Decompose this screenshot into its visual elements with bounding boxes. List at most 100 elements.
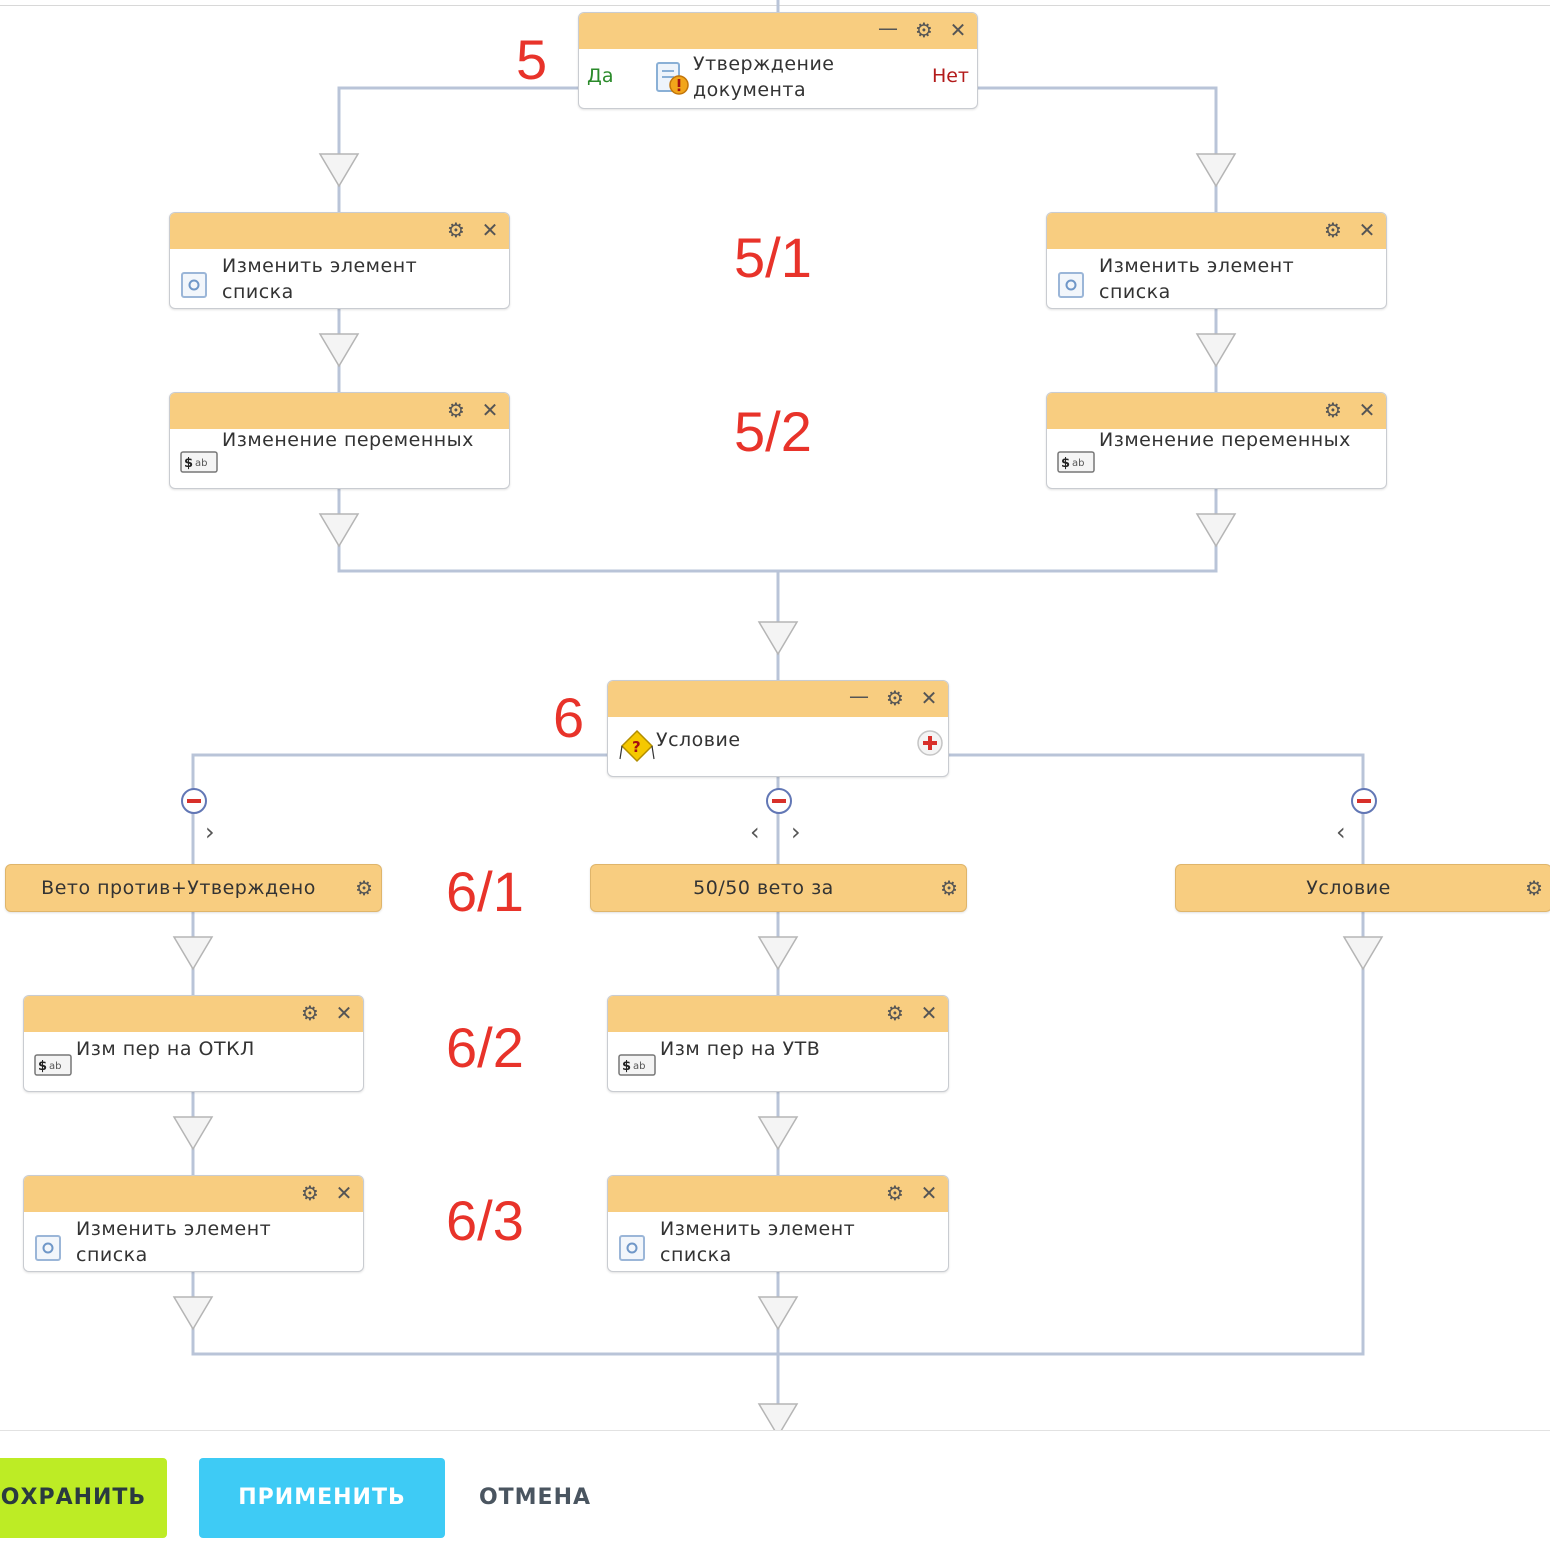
left-list-item-activity[interactable]: ⚙ ✕ Изменить элемент списка	[169, 212, 510, 309]
right-variables-activity[interactable]: ⚙ ✕ $ ab Изменение переменных	[1046, 392, 1387, 489]
move-right-icon[interactable]: ›	[791, 818, 801, 846]
gear-icon[interactable]: ⚙	[886, 686, 904, 710]
arrow-head	[757, 621, 799, 656]
approval-activity-header: — ⚙ ✕	[579, 13, 977, 49]
move-left-icon[interactable]: ‹	[1336, 818, 1346, 846]
gear-icon[interactable]: ⚙	[886, 1181, 904, 1205]
condition-activity[interactable]: — ⚙ ✕ ? Условие	[607, 680, 949, 777]
arrow-head	[318, 513, 360, 548]
close-icon[interactable]: ✕	[481, 398, 499, 422]
arrow-head	[172, 1296, 214, 1331]
list-item-icon	[619, 1235, 645, 1261]
gear-icon[interactable]: ⚙	[301, 1181, 319, 1205]
gear-icon[interactable]: ⚙	[1525, 876, 1543, 900]
left-variables-activity[interactable]: ⚙ ✕ $ ab Изменение переменных	[169, 392, 510, 489]
arrow-head	[1195, 153, 1237, 188]
annotation-label: 5	[516, 28, 548, 91]
svg-text:$: $	[1061, 456, 1070, 471]
annotation-label: 6/3	[446, 1189, 524, 1252]
apply-button[interactable]: ПРИМЕНИТЬ	[199, 1458, 445, 1538]
move-right-icon[interactable]: ›	[205, 818, 215, 846]
document-warning-icon	[656, 62, 689, 95]
gear-icon[interactable]: ⚙	[301, 1001, 319, 1025]
activity-title: Изм пер на УТВ	[660, 1038, 821, 1060]
branch-title: Условие	[1306, 877, 1391, 899]
branch1-variables-activity[interactable]: ⚙ ✕ $ ab Изм пер на ОТКЛ	[23, 995, 364, 1092]
gear-icon[interactable]: ⚙	[915, 18, 933, 42]
close-icon[interactable]: ✕	[920, 1181, 938, 1205]
minimize-icon[interactable]: —	[878, 16, 898, 40]
list-item-icon	[181, 272, 207, 298]
branch-title: 50/50 вето за	[693, 877, 834, 899]
arrow-head	[1342, 936, 1384, 971]
branch2-list-item-activity[interactable]: ⚙ ✕ Изменить элемент списка	[607, 1175, 949, 1272]
arrow-head	[318, 333, 360, 368]
gear-icon[interactable]: ⚙	[355, 876, 373, 900]
close-icon[interactable]: ✕	[1358, 398, 1376, 422]
svg-text:$: $	[622, 1059, 631, 1074]
workflow-canvas[interactable]: — ⚙ ✕ Да Утверждение документа Нет ⚙ ✕	[0, 0, 1550, 1430]
minimize-icon[interactable]: —	[849, 684, 869, 708]
activity-title: Изменить элемент списка	[76, 1218, 272, 1266]
remove-branch-icon[interactable]	[180, 787, 208, 815]
footer-toolbar: ОХРАНИТЬ ПРИМЕНИТЬ ОТМЕНА	[0, 1430, 1550, 1551]
gear-icon[interactable]: ⚙	[447, 218, 465, 242]
activity-title: Изменить элемент списка	[1099, 255, 1295, 303]
condition-branch-default[interactable]: Условие ⚙	[1175, 864, 1550, 912]
gear-icon[interactable]: ⚙	[1324, 218, 1342, 242]
close-icon[interactable]: ✕	[949, 18, 967, 42]
close-icon[interactable]: ✕	[920, 1001, 938, 1025]
condition-branch-veto-against[interactable]: Вето против+Утверждено ⚙	[5, 864, 382, 912]
activity-title: Изм пер на ОТКЛ	[76, 1038, 255, 1060]
yes-outcome-label: Да	[587, 65, 614, 87]
close-icon[interactable]: ✕	[335, 1001, 353, 1025]
svg-text:ab: ab	[1072, 458, 1084, 469]
move-left-icon[interactable]: ‹	[750, 818, 760, 846]
gear-icon[interactable]: ⚙	[447, 398, 465, 422]
right-list-item-activity[interactable]: ⚙ ✕ Изменить элемент списка	[1046, 212, 1387, 309]
add-branch-icon[interactable]	[916, 729, 944, 757]
save-button[interactable]: ОХРАНИТЬ	[0, 1458, 167, 1538]
gear-icon[interactable]: ⚙	[886, 1001, 904, 1025]
arrow-head	[318, 153, 360, 188]
activity-title: Изменить элемент списка	[222, 255, 418, 303]
gear-icon[interactable]: ⚙	[940, 876, 958, 900]
approval-activity[interactable]: — ⚙ ✕ Да Утверждение документа Нет	[578, 12, 978, 109]
remove-branch-icon[interactable]	[765, 787, 793, 815]
cancel-button[interactable]: ОТМЕНА	[478, 1485, 592, 1510]
svg-text:$: $	[184, 456, 193, 471]
annotation-label: 6/2	[446, 1016, 524, 1079]
variables-icon: $ ab	[1057, 451, 1095, 473]
svg-text:ab: ab	[49, 1061, 61, 1072]
annotation-label: 5/2	[734, 400, 812, 463]
close-icon[interactable]: ✕	[481, 218, 499, 242]
remove-branch-icon[interactable]	[1350, 787, 1378, 815]
arrow-head	[757, 1296, 799, 1331]
variables-icon: $ ab	[618, 1054, 656, 1076]
list-item-icon	[1058, 272, 1084, 298]
close-icon[interactable]: ✕	[335, 1181, 353, 1205]
svg-text:ab: ab	[633, 1061, 645, 1072]
annotation-label: 6/1	[446, 860, 524, 923]
arrow-head	[172, 1116, 214, 1151]
activity-title: Изменение переменных	[1099, 429, 1351, 451]
arrow-head	[1195, 513, 1237, 548]
canvas-top-border	[0, 5, 1550, 6]
svg-text:?: ?	[632, 738, 641, 756]
condition-branch-veto-for[interactable]: 50/50 вето за ⚙	[590, 864, 967, 912]
branch2-variables-activity[interactable]: ⚙ ✕ $ ab Изм пер на УТВ	[607, 995, 949, 1092]
branch-title: Вето против+Утверждено	[41, 877, 316, 899]
arrow-head	[757, 1116, 799, 1151]
arrow-head	[757, 936, 799, 971]
close-icon[interactable]: ✕	[920, 686, 938, 710]
branch1-list-item-activity[interactable]: ⚙ ✕ Изменить элемент списка	[23, 1175, 364, 1272]
approval-activity-title: Утверждение документа	[693, 53, 835, 101]
svg-text:$: $	[38, 1059, 47, 1074]
activity-title: Изменить элемент списка	[660, 1218, 856, 1266]
condition-icon: ?	[619, 729, 655, 763]
gear-icon[interactable]: ⚙	[1324, 398, 1342, 422]
variables-icon: $ ab	[34, 1054, 72, 1076]
close-icon[interactable]: ✕	[1358, 218, 1376, 242]
no-outcome-label: Нет	[931, 65, 969, 87]
arrow-head	[757, 1403, 799, 1430]
